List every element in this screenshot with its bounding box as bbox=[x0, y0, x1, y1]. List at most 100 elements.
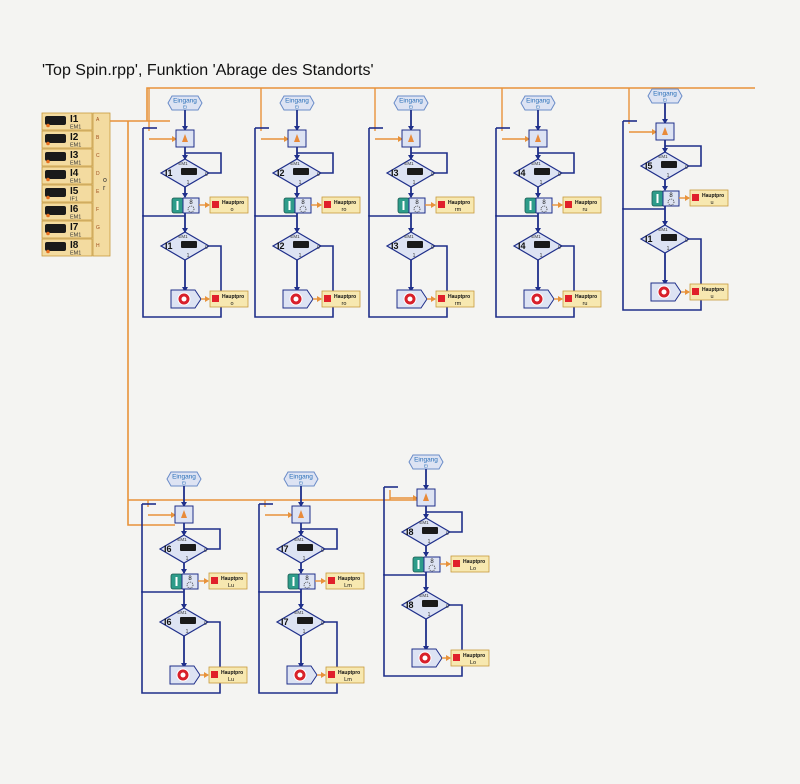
output-square-icon bbox=[328, 671, 335, 678]
up-arrow-icon bbox=[408, 134, 414, 142]
sensor-icon bbox=[45, 206, 66, 215]
stop-icon-center bbox=[407, 296, 413, 302]
arrow-head bbox=[171, 512, 176, 518]
flow-line bbox=[141, 591, 184, 593]
arrow-head bbox=[182, 126, 188, 131]
entry-hexagon bbox=[283, 471, 319, 487]
sensor-icon bbox=[45, 134, 66, 143]
switch-bar bbox=[288, 201, 291, 210]
entry-sub: Ei bbox=[424, 464, 428, 469]
input-sub: EM1 bbox=[70, 233, 81, 239]
arrow-head bbox=[431, 202, 436, 208]
output-value: ro bbox=[342, 207, 347, 213]
output-label: Hauptpro bbox=[221, 576, 243, 582]
output-box bbox=[435, 196, 475, 214]
entry-hexagon bbox=[408, 454, 444, 470]
sensor-icon bbox=[181, 241, 197, 248]
arrow-head bbox=[182, 155, 188, 160]
sensor-icon bbox=[422, 600, 438, 607]
branch-no: 0 bbox=[685, 165, 688, 171]
entry-sub: Ei bbox=[295, 105, 299, 110]
or-label: o bbox=[103, 177, 107, 184]
arrow-head bbox=[423, 514, 429, 519]
wire bbox=[127, 500, 175, 526]
condition-label: I5 bbox=[645, 161, 653, 171]
flow-line bbox=[622, 121, 702, 311]
flow-line bbox=[254, 128, 334, 318]
gear-icon bbox=[299, 205, 307, 213]
output-box bbox=[209, 196, 249, 214]
branch-yes: 1 bbox=[667, 246, 670, 252]
gear-icon bbox=[187, 205, 195, 213]
or-letter: C bbox=[96, 153, 100, 159]
sensor-icon bbox=[45, 116, 66, 125]
sensor-icon bbox=[180, 617, 196, 624]
output-square-icon bbox=[212, 201, 219, 208]
sensor-icon bbox=[293, 241, 309, 248]
condition-label: I3 bbox=[391, 168, 399, 178]
motor-number: 8 bbox=[301, 200, 305, 206]
output-box bbox=[321, 290, 361, 308]
condition-label: I1 bbox=[165, 241, 173, 251]
or-letter: E bbox=[96, 189, 100, 195]
arrow-head bbox=[535, 228, 541, 233]
entry-sub: Ei bbox=[183, 105, 187, 110]
output-square-icon bbox=[692, 194, 699, 201]
branch-no: 0 bbox=[685, 238, 688, 244]
input-sub: IF1 bbox=[70, 197, 78, 203]
output-square-icon bbox=[565, 295, 572, 302]
condition-label: I1 bbox=[645, 234, 653, 244]
sensor-led-icon bbox=[46, 231, 50, 236]
branch-no: 0 bbox=[317, 245, 320, 251]
arrow-head bbox=[662, 119, 668, 124]
sensor-led-icon bbox=[46, 159, 50, 164]
arrow-head bbox=[685, 289, 690, 295]
branch-yes: 1 bbox=[186, 556, 189, 562]
output-value: ro bbox=[342, 301, 347, 307]
input-name: I7 bbox=[70, 222, 79, 233]
output-label: Hauptpro bbox=[338, 576, 360, 582]
condition-label: I6 bbox=[164, 544, 172, 554]
flow-line bbox=[411, 152, 448, 174]
arrow-head bbox=[408, 193, 414, 198]
output-box bbox=[325, 572, 365, 590]
sensor-icon bbox=[180, 544, 196, 551]
sensor-icon bbox=[407, 168, 423, 175]
em-label: EM1 bbox=[178, 234, 188, 239]
gear-icon bbox=[540, 205, 548, 213]
arrow-head bbox=[525, 136, 530, 142]
motor-number: 8 bbox=[415, 200, 419, 206]
switch-bar bbox=[417, 560, 420, 569]
arrow-head bbox=[204, 578, 209, 584]
stop-icon-center bbox=[534, 296, 540, 302]
flow-line bbox=[368, 128, 448, 318]
output-label: Hauptpro bbox=[334, 200, 356, 206]
arrow-head bbox=[298, 604, 304, 609]
stop-icon-center bbox=[661, 289, 667, 295]
entry-label: Eingang bbox=[653, 91, 677, 98]
output-square-icon bbox=[565, 201, 572, 208]
output-square-icon bbox=[438, 201, 445, 208]
flow-line bbox=[142, 128, 222, 318]
output-box bbox=[562, 196, 602, 214]
arrow-head bbox=[181, 531, 187, 536]
flow-line bbox=[141, 504, 221, 694]
flow-line bbox=[622, 208, 665, 210]
arrow-head bbox=[294, 126, 300, 131]
input-name: I6 bbox=[70, 204, 79, 215]
sensor-led-icon bbox=[46, 141, 50, 146]
arrow-head bbox=[662, 148, 668, 153]
branch-yes: 1 bbox=[187, 180, 190, 186]
output-box bbox=[325, 666, 365, 684]
output-value: rm bbox=[455, 207, 462, 213]
arrow-head bbox=[205, 296, 210, 302]
output-box bbox=[435, 290, 475, 308]
stop-icon-center bbox=[180, 672, 186, 678]
